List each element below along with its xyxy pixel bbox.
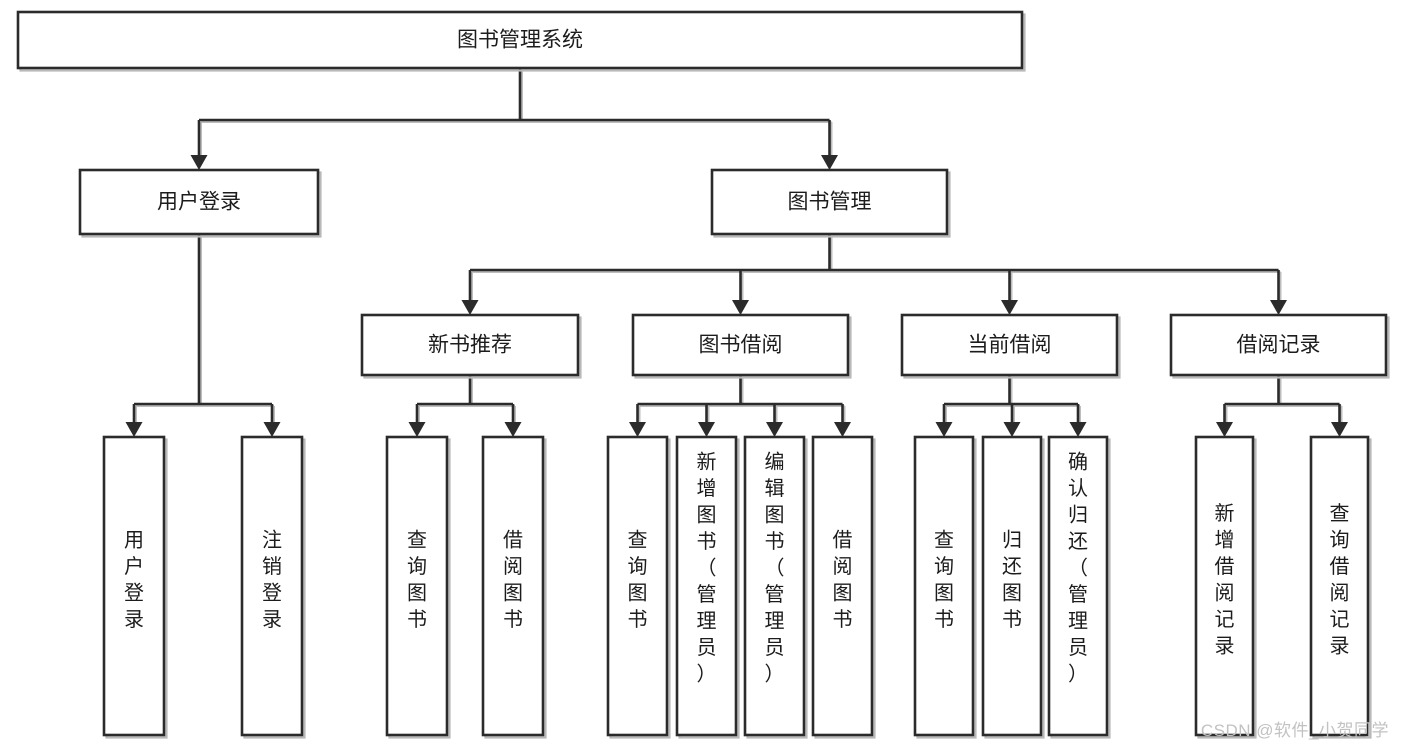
arrow-head-icon bbox=[821, 155, 838, 170]
node-box bbox=[675, 435, 738, 737]
node-label: 注销登录 bbox=[262, 528, 282, 631]
node-leaf-query-borrow-record[interactable]: 查询借阅记录 bbox=[1309, 435, 1372, 739]
node-box bbox=[710, 168, 949, 236]
arrow-head-icon bbox=[629, 422, 646, 437]
node-leaf-borrow-book-1[interactable]: 借阅图书 bbox=[481, 435, 547, 739]
arrow-head-icon bbox=[1331, 422, 1348, 437]
node-box bbox=[1047, 435, 1109, 737]
node-root-图书管理系统[interactable]: 图书管理系统 bbox=[16, 10, 1026, 72]
node-box bbox=[811, 435, 874, 737]
node-leaf-query-book-1[interactable]: 查询图书 bbox=[385, 435, 451, 739]
arrow-head-icon bbox=[504, 422, 522, 437]
node-label: 图书管理系统 bbox=[457, 29, 583, 52]
node-box bbox=[1194, 435, 1255, 737]
node-book-borrow[interactable]: 图书借阅 bbox=[631, 313, 852, 379]
node-label: 确认归还（管理员） bbox=[1068, 450, 1088, 685]
node-label: 新书推荐 bbox=[428, 334, 512, 357]
node-leaf-query-book-3[interactable]: 查询图书 bbox=[913, 435, 977, 739]
node-box bbox=[385, 435, 449, 737]
arrow-head-icon bbox=[935, 422, 953, 437]
arrow-head-icon bbox=[461, 300, 479, 315]
node-leaf-user-logout[interactable]: 注销登录 bbox=[240, 435, 306, 739]
node-current-borrow[interactable]: 当前借阅 bbox=[900, 313, 1121, 379]
node-box bbox=[913, 435, 975, 737]
node-new-book-recommend[interactable]: 新书推荐 bbox=[360, 313, 582, 379]
node-box bbox=[1169, 313, 1388, 377]
arrow-head-icon bbox=[1001, 300, 1018, 315]
arrow-head-icon bbox=[263, 422, 281, 437]
node-box bbox=[481, 435, 545, 737]
node-leaf-add-book-admin[interactable]: 新增图书（管理员） bbox=[675, 435, 740, 739]
node-box bbox=[981, 435, 1043, 737]
arrow-head-icon bbox=[1270, 300, 1287, 315]
node-box bbox=[16, 10, 1024, 70]
node-label: 查询图书 bbox=[628, 528, 648, 631]
node-label: 查询图书 bbox=[934, 528, 954, 631]
node-label: 新增图书（管理员） bbox=[697, 450, 717, 685]
node-box bbox=[360, 313, 580, 377]
node-label: 归还图书 bbox=[1002, 528, 1022, 631]
node-user-login[interactable]: 用户登录 bbox=[78, 168, 322, 238]
arrow-head-icon bbox=[732, 300, 749, 315]
arrow-head-icon bbox=[766, 422, 783, 437]
node-label: 编辑图书（管理员） bbox=[765, 450, 785, 685]
node-layer: 图书管理系统用户登录图书管理新书推荐图书借阅当前借阅借阅记录用户登录注销登录查询… bbox=[16, 10, 1390, 739]
node-label: 借阅记录 bbox=[1237, 334, 1321, 357]
arrow-head-icon bbox=[1003, 422, 1021, 437]
node-label: 图书借阅 bbox=[699, 334, 783, 357]
node-leaf-borrow-book-2[interactable]: 借阅图书 bbox=[811, 435, 876, 739]
arrow-head-icon bbox=[698, 422, 715, 437]
node-box bbox=[1309, 435, 1370, 737]
node-label: 查询借阅记录 bbox=[1330, 502, 1350, 658]
node-box bbox=[631, 313, 850, 377]
arrow-head-icon bbox=[408, 422, 426, 437]
node-label: 查询图书 bbox=[407, 528, 427, 631]
arrow-head-icon bbox=[1069, 422, 1087, 437]
arrow-head-icon bbox=[190, 155, 208, 170]
node-box bbox=[240, 435, 304, 737]
node-label: 用户登录 bbox=[157, 191, 241, 214]
node-label: 当前借阅 bbox=[968, 334, 1052, 357]
node-leaf-query-book-2[interactable]: 查询图书 bbox=[606, 435, 671, 739]
node-leaf-user-login[interactable]: 用户登录 bbox=[102, 435, 168, 739]
node-box bbox=[78, 168, 320, 236]
connector-layer bbox=[125, 68, 1348, 437]
node-borrow-record[interactable]: 借阅记录 bbox=[1169, 313, 1390, 379]
arrow-head-icon bbox=[125, 422, 143, 437]
node-label: 新增借阅记录 bbox=[1215, 502, 1235, 658]
node-label: 借阅图书 bbox=[833, 528, 853, 631]
node-box bbox=[743, 435, 806, 737]
node-leaf-return-book[interactable]: 归还图书 bbox=[981, 435, 1045, 739]
node-label: 借阅图书 bbox=[503, 528, 523, 631]
node-book-manage[interactable]: 图书管理 bbox=[710, 168, 951, 238]
node-box bbox=[606, 435, 669, 737]
node-box bbox=[102, 435, 166, 737]
node-label: 用户登录 bbox=[124, 529, 144, 631]
node-leaf-edit-book-admin[interactable]: 编辑图书（管理员） bbox=[743, 435, 808, 739]
arrow-head-icon bbox=[1216, 422, 1233, 437]
node-leaf-add-borrow-record[interactable]: 新增借阅记录 bbox=[1194, 435, 1257, 739]
node-leaf-confirm-return-admin[interactable]: 确认归还（管理员） bbox=[1047, 435, 1111, 739]
node-label: 图书管理 bbox=[788, 191, 872, 214]
arrow-head-icon bbox=[834, 422, 851, 437]
node-box bbox=[900, 313, 1119, 377]
